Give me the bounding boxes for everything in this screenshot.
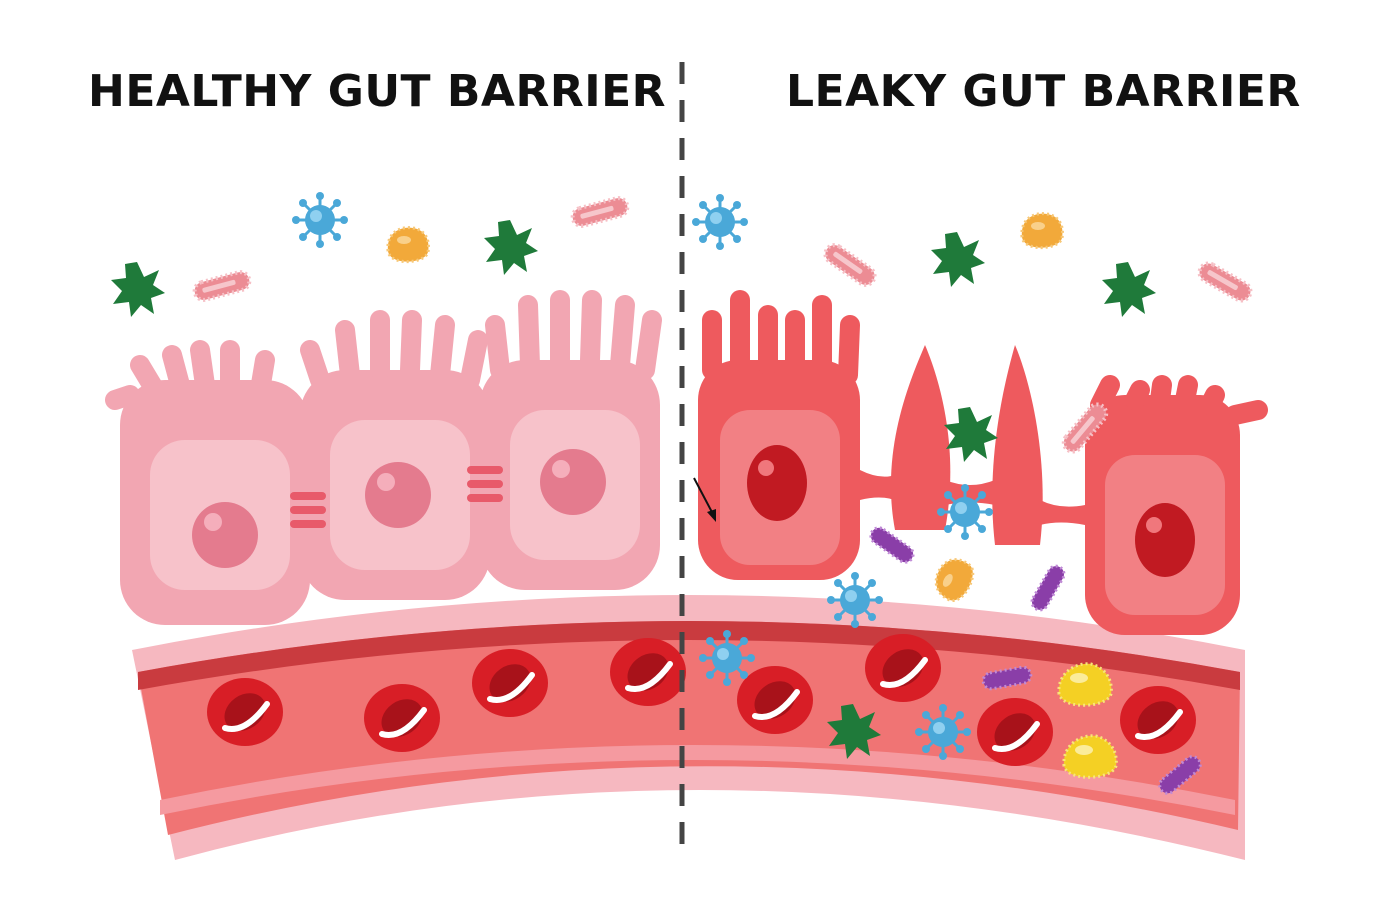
leaky-gut-title: LEAKY GUT BARRIER: [786, 66, 1301, 117]
red-blood-cell-icon: [610, 638, 686, 706]
bacteria-icon: [1027, 561, 1069, 615]
blood-vessel: [132, 595, 1245, 860]
virus-icon: [690, 192, 750, 252]
virus-icon: [935, 482, 995, 542]
healthy-epithelial-cells: [105, 290, 662, 625]
bacteria-icon: [190, 268, 254, 304]
virus-icon: [913, 702, 973, 762]
star-microbe-icon: [484, 220, 538, 275]
blob-microbe-icon: [927, 551, 981, 607]
red-blood-cell-icon: [1120, 686, 1196, 754]
virus-icon: [290, 190, 350, 250]
leaky-epithelial-cells: [698, 290, 1268, 635]
star-microbe-icon: [1102, 262, 1156, 317]
virus-icon: [825, 570, 885, 630]
blob-microbe-icon: [386, 226, 430, 264]
blob-microbe-icon: [1020, 212, 1064, 250]
red-blood-cell-icon: [977, 698, 1053, 766]
star-microbe-icon: [111, 262, 165, 317]
bacteria-icon: [568, 194, 632, 230]
arrow-icon: [693, 477, 716, 522]
star-microbe-icon: [944, 407, 998, 462]
bacteria-icon: [866, 523, 918, 567]
tight-junctions: [290, 466, 503, 528]
virus-icon: [697, 628, 757, 688]
star-microbe-icon: [931, 232, 985, 287]
red-blood-cell-icon: [364, 684, 440, 752]
red-blood-cell-icon: [207, 678, 283, 746]
healthy-gut-title: HEALTHY GUT BARRIER: [88, 66, 667, 117]
red-blood-cell-icon: [865, 634, 941, 702]
red-blood-cell-icon: [472, 649, 548, 717]
bacteria-icon: [1194, 258, 1256, 306]
red-blood-cell-icon: [737, 666, 813, 734]
bacteria-icon: [819, 239, 881, 291]
